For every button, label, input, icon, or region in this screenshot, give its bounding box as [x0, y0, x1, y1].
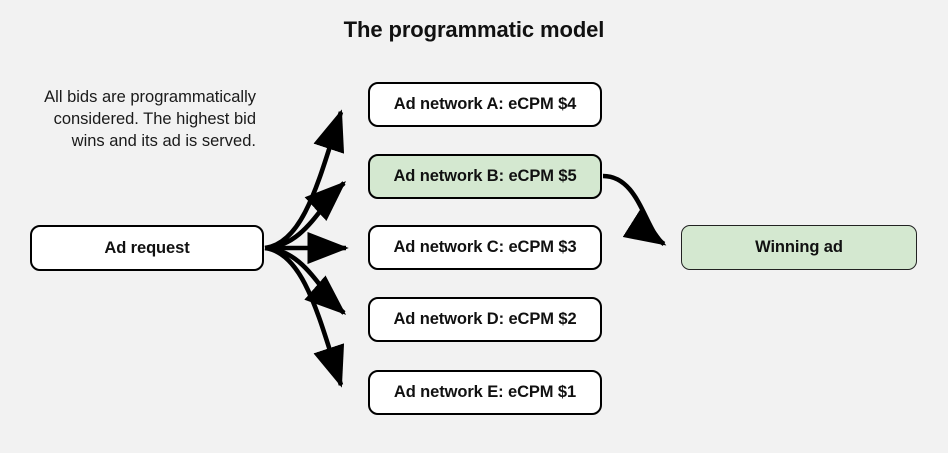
- node-ad-request-label: Ad request: [104, 238, 190, 257]
- node-ad-network-a-label: Ad network A: eCPM $4: [393, 95, 577, 113]
- node-ad-network-c-label: Ad network C: eCPM $3: [393, 238, 577, 256]
- page-title: The programmatic model: [343, 17, 605, 42]
- node-ad-network-c[interactable]: Ad network C: eCPM $3: [368, 225, 602, 270]
- node-winning-ad[interactable]: Winning ad: [681, 225, 917, 270]
- caption-line-3: wins and its ad is served.: [71, 132, 256, 150]
- connector-request-to-network-a: [264, 109, 345, 251]
- node-winning-ad-label: Winning ad: [755, 238, 843, 256]
- connector-network-b-to-winning-ad: [602, 173, 667, 246]
- node-ad-network-e[interactable]: Ad network E: eCPM $1: [368, 370, 602, 415]
- node-ad-network-d[interactable]: Ad network D: eCPM $2: [368, 297, 602, 342]
- caption-line-2: considered. The highest bid: [53, 110, 256, 128]
- node-ad-network-b-label: Ad network B: eCPM $5: [393, 167, 577, 185]
- caption-text: All bids are programmatically considered…: [8, 86, 256, 152]
- node-ad-network-e-label: Ad network E: eCPM $1: [393, 383, 577, 401]
- connector-request-to-network-b: [264, 181, 347, 251]
- caption-line-1: All bids are programmatically: [44, 88, 256, 106]
- node-ad-network-d-label: Ad network D: eCPM $2: [393, 310, 577, 328]
- node-ad-network-a[interactable]: Ad network A: eCPM $4: [368, 82, 602, 127]
- connector-request-to-network-e: [264, 245, 345, 388]
- node-ad-request[interactable]: Ad request: [30, 225, 264, 271]
- node-ad-network-b[interactable]: Ad network B: eCPM $5: [368, 154, 602, 199]
- connector-request-to-network-d: [264, 245, 347, 315]
